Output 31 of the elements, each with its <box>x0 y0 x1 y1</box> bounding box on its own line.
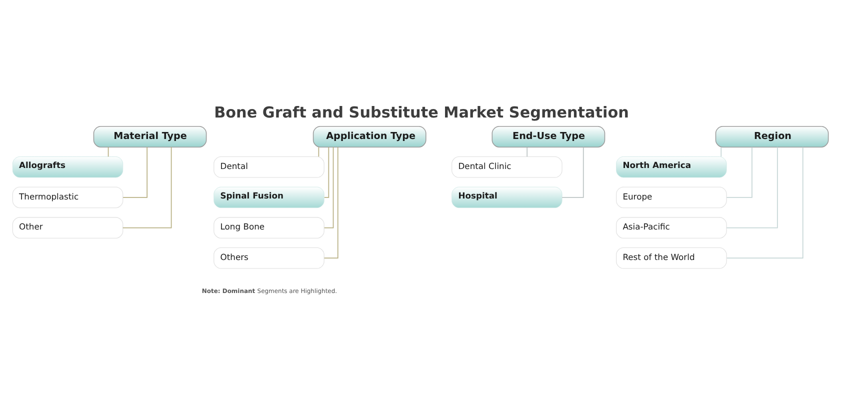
node-box: Spinal Fusion <box>214 186 324 208</box>
node-box: End-Use Type <box>492 126 606 148</box>
node-box: Others <box>214 247 324 269</box>
node-box: Asia-Pacific <box>616 217 727 238</box>
connector <box>122 146 172 228</box>
connector <box>726 146 804 259</box>
connector <box>562 146 584 198</box>
node-box: Material Type <box>93 126 207 148</box>
node-box: Rest of the World <box>616 247 727 269</box>
node-box: Region <box>715 126 829 148</box>
diagram-title: Bone Graft and Substitute Market Segmentation <box>214 104 629 122</box>
node-box: Dental Clinic <box>452 156 562 178</box>
node-box: Allografts <box>12 156 124 178</box>
connector <box>324 146 330 198</box>
node-box: Europe <box>616 186 727 208</box>
node-box: Application Type <box>312 126 426 148</box>
node-box: Other <box>12 217 124 238</box>
connector <box>726 146 752 198</box>
node-box: Dental <box>214 156 324 178</box>
connector <box>324 146 334 228</box>
node-box: Hospital <box>452 186 562 208</box>
connector <box>726 146 778 228</box>
node-box: Thermoplastic <box>12 186 124 208</box>
connector <box>122 146 148 198</box>
connector <box>324 146 338 259</box>
connector <box>108 146 109 158</box>
node-box: North America <box>616 156 727 178</box>
connector <box>720 146 722 158</box>
connector <box>318 146 320 158</box>
node-box: Long Bone <box>214 217 324 238</box>
connector <box>526 146 528 158</box>
